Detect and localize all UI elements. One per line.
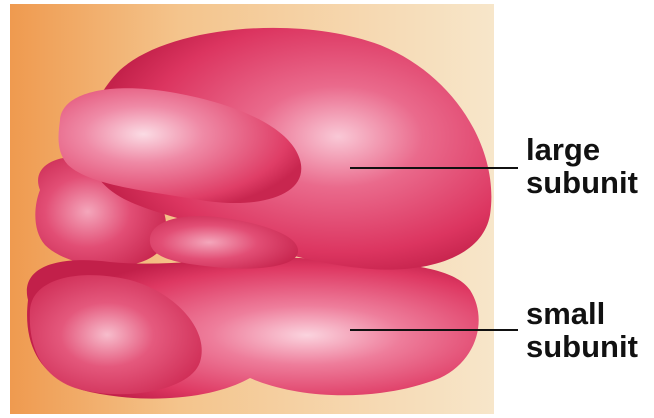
large-subunit-label-line2: subunit (526, 166, 638, 199)
large-subunit-label-line1: large (526, 133, 638, 166)
large-subunit-label: large subunit (526, 133, 638, 199)
small-subunit-label: small subunit (526, 297, 638, 363)
small-subunit-label-line2: subunit (526, 330, 638, 363)
small-subunit-label-line1: small (526, 297, 638, 330)
